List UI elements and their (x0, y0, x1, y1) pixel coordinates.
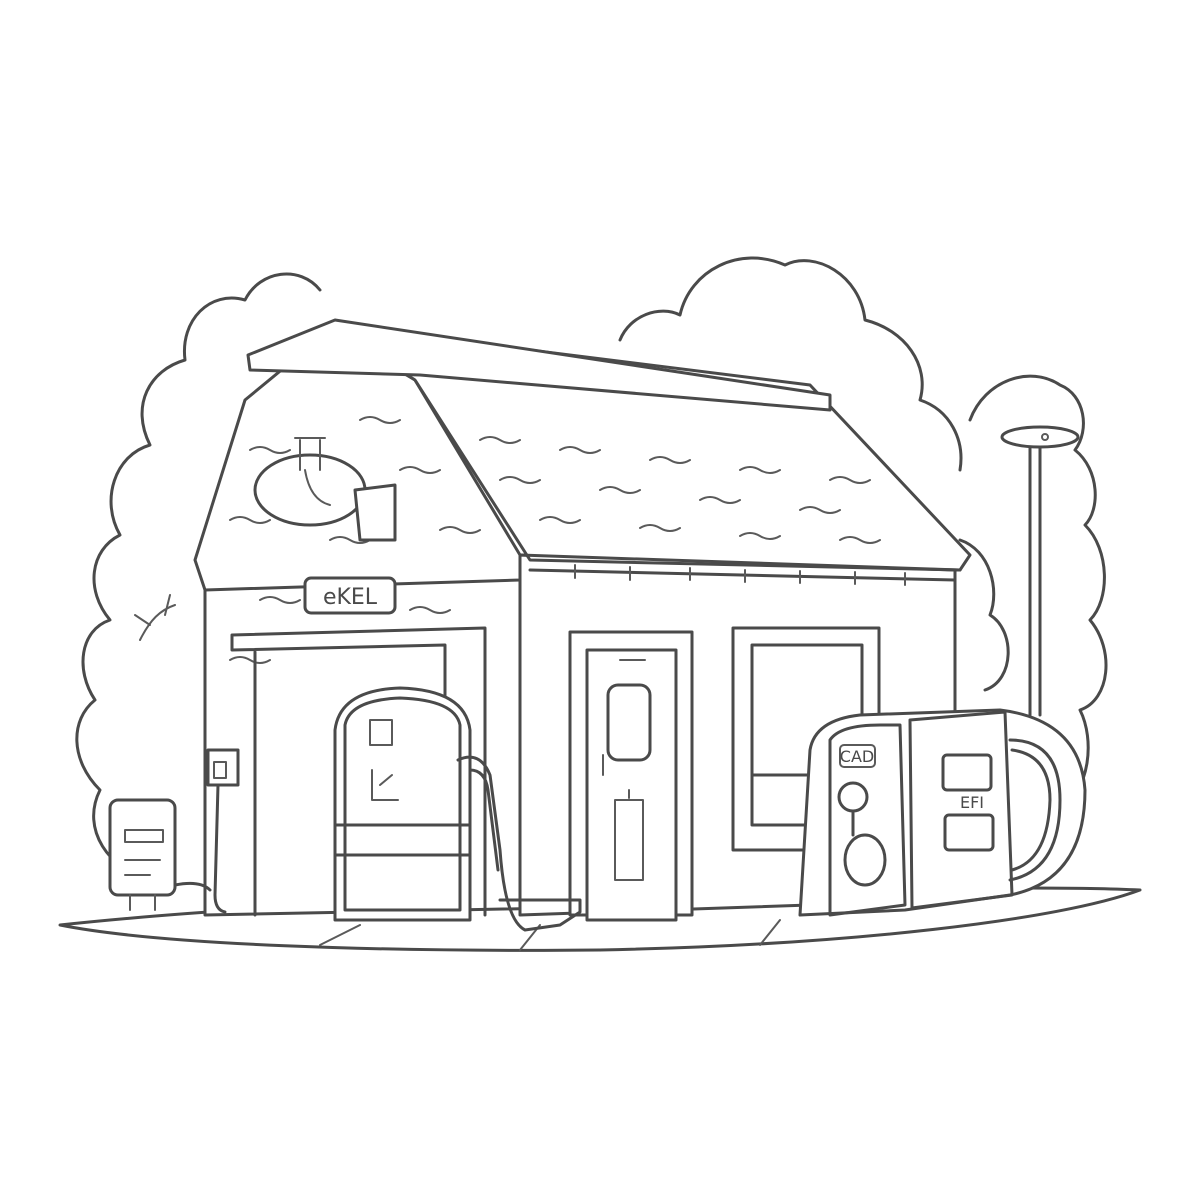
fuel-pump-icon: CAD EFI (798, 708, 1087, 917)
fuel-nozzle-icon (456, 755, 582, 932)
building-sign-text: eKEL (323, 585, 378, 610)
door-icon[interactable] (568, 630, 694, 922)
fuel-pump-icon (333, 686, 472, 922)
sign-board-icon: eKEL (303, 576, 397, 615)
tree-cloud-icon (75, 272, 322, 882)
payment-terminal (108, 748, 240, 914)
pump-side-label: EFI (960, 793, 984, 812)
street-lamp-icon (1000, 425, 1080, 717)
pump-top-label: CAD (840, 747, 874, 766)
tree-cloud-icon (618, 256, 1108, 812)
emblem-sign (253, 437, 397, 542)
